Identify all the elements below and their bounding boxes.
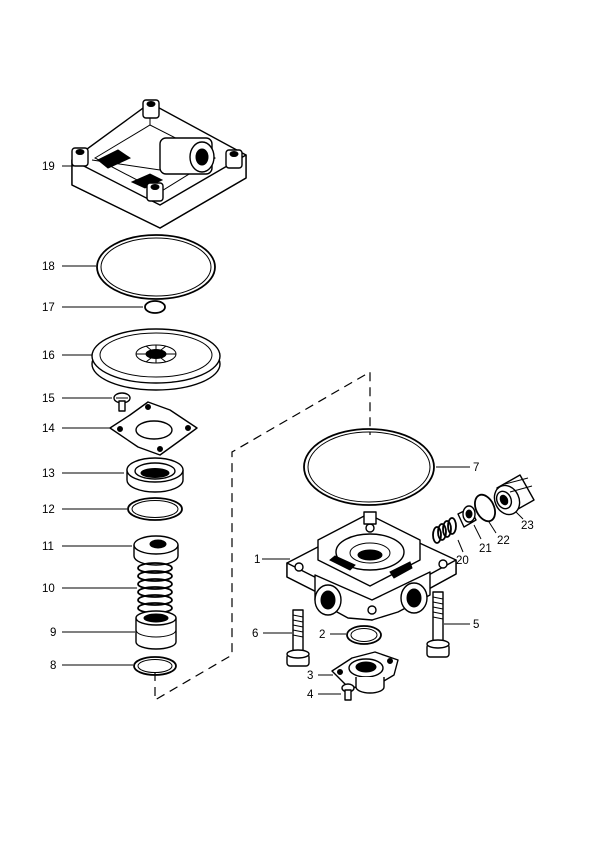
label-22: 22 xyxy=(497,535,510,547)
part-15-screw xyxy=(113,392,131,412)
label-23: 23 xyxy=(521,520,534,532)
part-21-plunger xyxy=(457,505,477,528)
label-21: 21 xyxy=(479,543,492,555)
label-1: 1 xyxy=(254,554,260,566)
part-23-plug xyxy=(493,474,535,516)
label-6: 6 xyxy=(252,628,258,640)
leader-lines xyxy=(62,165,524,695)
part-13-cup xyxy=(126,457,184,493)
part-6-bolt xyxy=(286,609,310,667)
part-14-flange-plate xyxy=(109,401,198,456)
label-11: 11 xyxy=(42,541,54,553)
label-2: 2 xyxy=(319,629,325,641)
label-14: 14 xyxy=(42,423,55,435)
part-7-o-ring xyxy=(303,428,435,506)
label-8: 8 xyxy=(50,660,56,672)
part-18-o-ring xyxy=(96,234,216,300)
part-10-spring xyxy=(137,562,173,614)
label-13: 13 xyxy=(42,468,55,480)
label-5: 5 xyxy=(473,619,479,631)
part-11-piston xyxy=(133,535,179,566)
label-3: 3 xyxy=(307,670,313,682)
part-12-o-ring xyxy=(127,497,183,521)
label-15: 15 xyxy=(42,393,55,405)
label-18: 18 xyxy=(42,261,55,273)
part-1-valve-housing xyxy=(286,511,457,621)
part-22-o-ring xyxy=(474,493,496,523)
part-20-spring xyxy=(432,517,457,544)
part-4-small-screw xyxy=(341,683,355,701)
part-9-valve-guide xyxy=(135,610,177,650)
part-16-diaphragm xyxy=(91,328,221,391)
label-16: 16 xyxy=(42,350,55,362)
part-labels: 19 18 17 16 15 14 13 12 11 10 9 8 1 2 3 … xyxy=(42,161,534,701)
label-20: 20 xyxy=(456,555,469,567)
label-4: 4 xyxy=(307,689,314,701)
label-17: 17 xyxy=(42,302,55,314)
label-19: 19 xyxy=(42,161,55,173)
part-17-small-ring xyxy=(144,300,166,314)
part-5-bolt xyxy=(426,591,450,658)
part-3-exhaust-flange xyxy=(331,651,399,694)
assembly-dashed-line xyxy=(154,370,371,702)
part-2-o-ring xyxy=(346,625,382,645)
part-19-cover xyxy=(71,99,247,229)
part-8-o-ring xyxy=(133,656,177,676)
label-7: 7 xyxy=(473,462,479,474)
label-10: 10 xyxy=(42,583,55,595)
label-9: 9 xyxy=(50,627,56,639)
label-12: 12 xyxy=(42,504,55,516)
